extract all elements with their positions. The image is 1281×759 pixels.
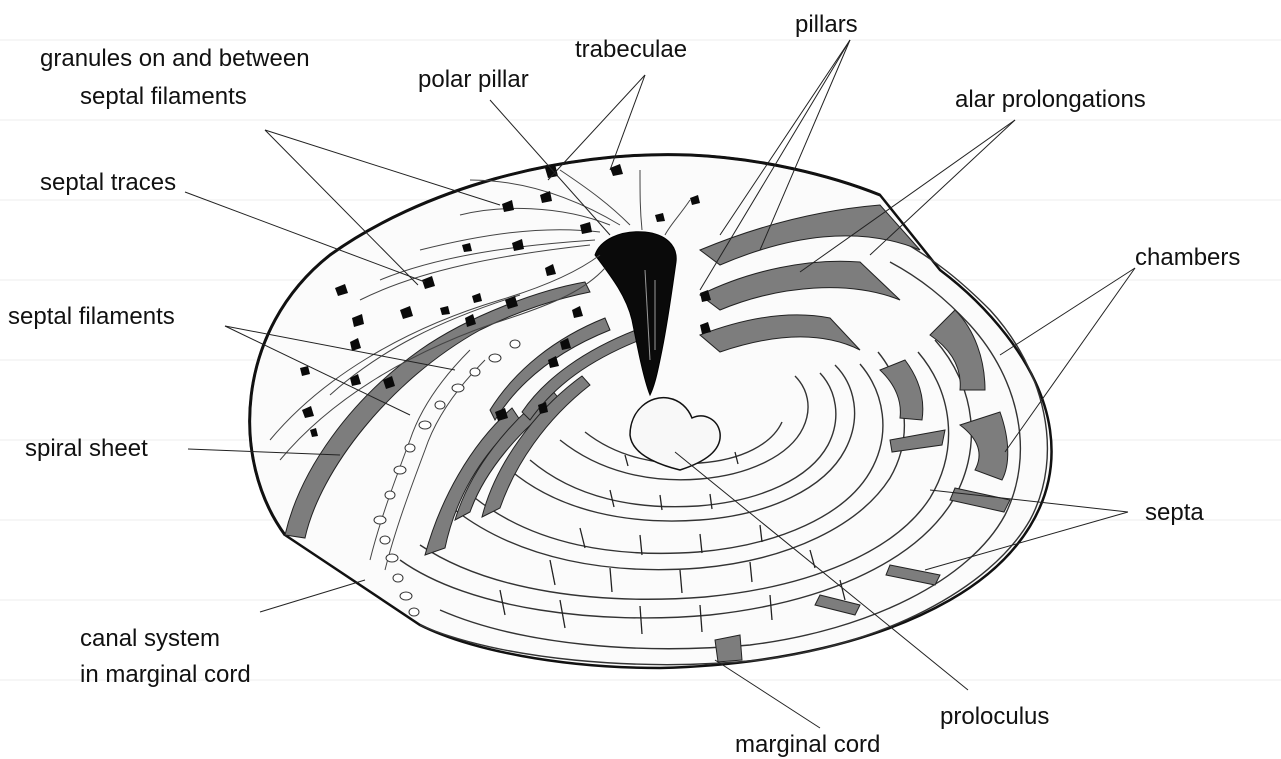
label-trabeculae: trabeculae — [575, 36, 687, 63]
label-alar-prolongations: alar prolongations — [955, 86, 1146, 113]
label-canal-line1: canal system — [80, 625, 220, 652]
label-pillars: pillars — [795, 11, 858, 38]
label-marginal-cord: marginal cord — [735, 731, 880, 758]
label-septa: septa — [1145, 499, 1204, 526]
label-polar-pillar: polar pillar — [418, 66, 529, 93]
label-spiral-sheet: spiral sheet — [25, 435, 148, 462]
label-granules-line1: granules on and between — [40, 45, 310, 72]
label-chambers: chambers — [1135, 244, 1240, 271]
label-granules-line2: septal filaments — [80, 83, 247, 110]
label-septal-traces: septal traces — [40, 169, 176, 196]
label-septal-filaments: septal filaments — [8, 303, 175, 330]
label-canal-line2: in marginal cord — [80, 661, 251, 688]
label-proloculus: proloculus — [940, 703, 1049, 730]
shell-illustration — [250, 155, 1052, 668]
